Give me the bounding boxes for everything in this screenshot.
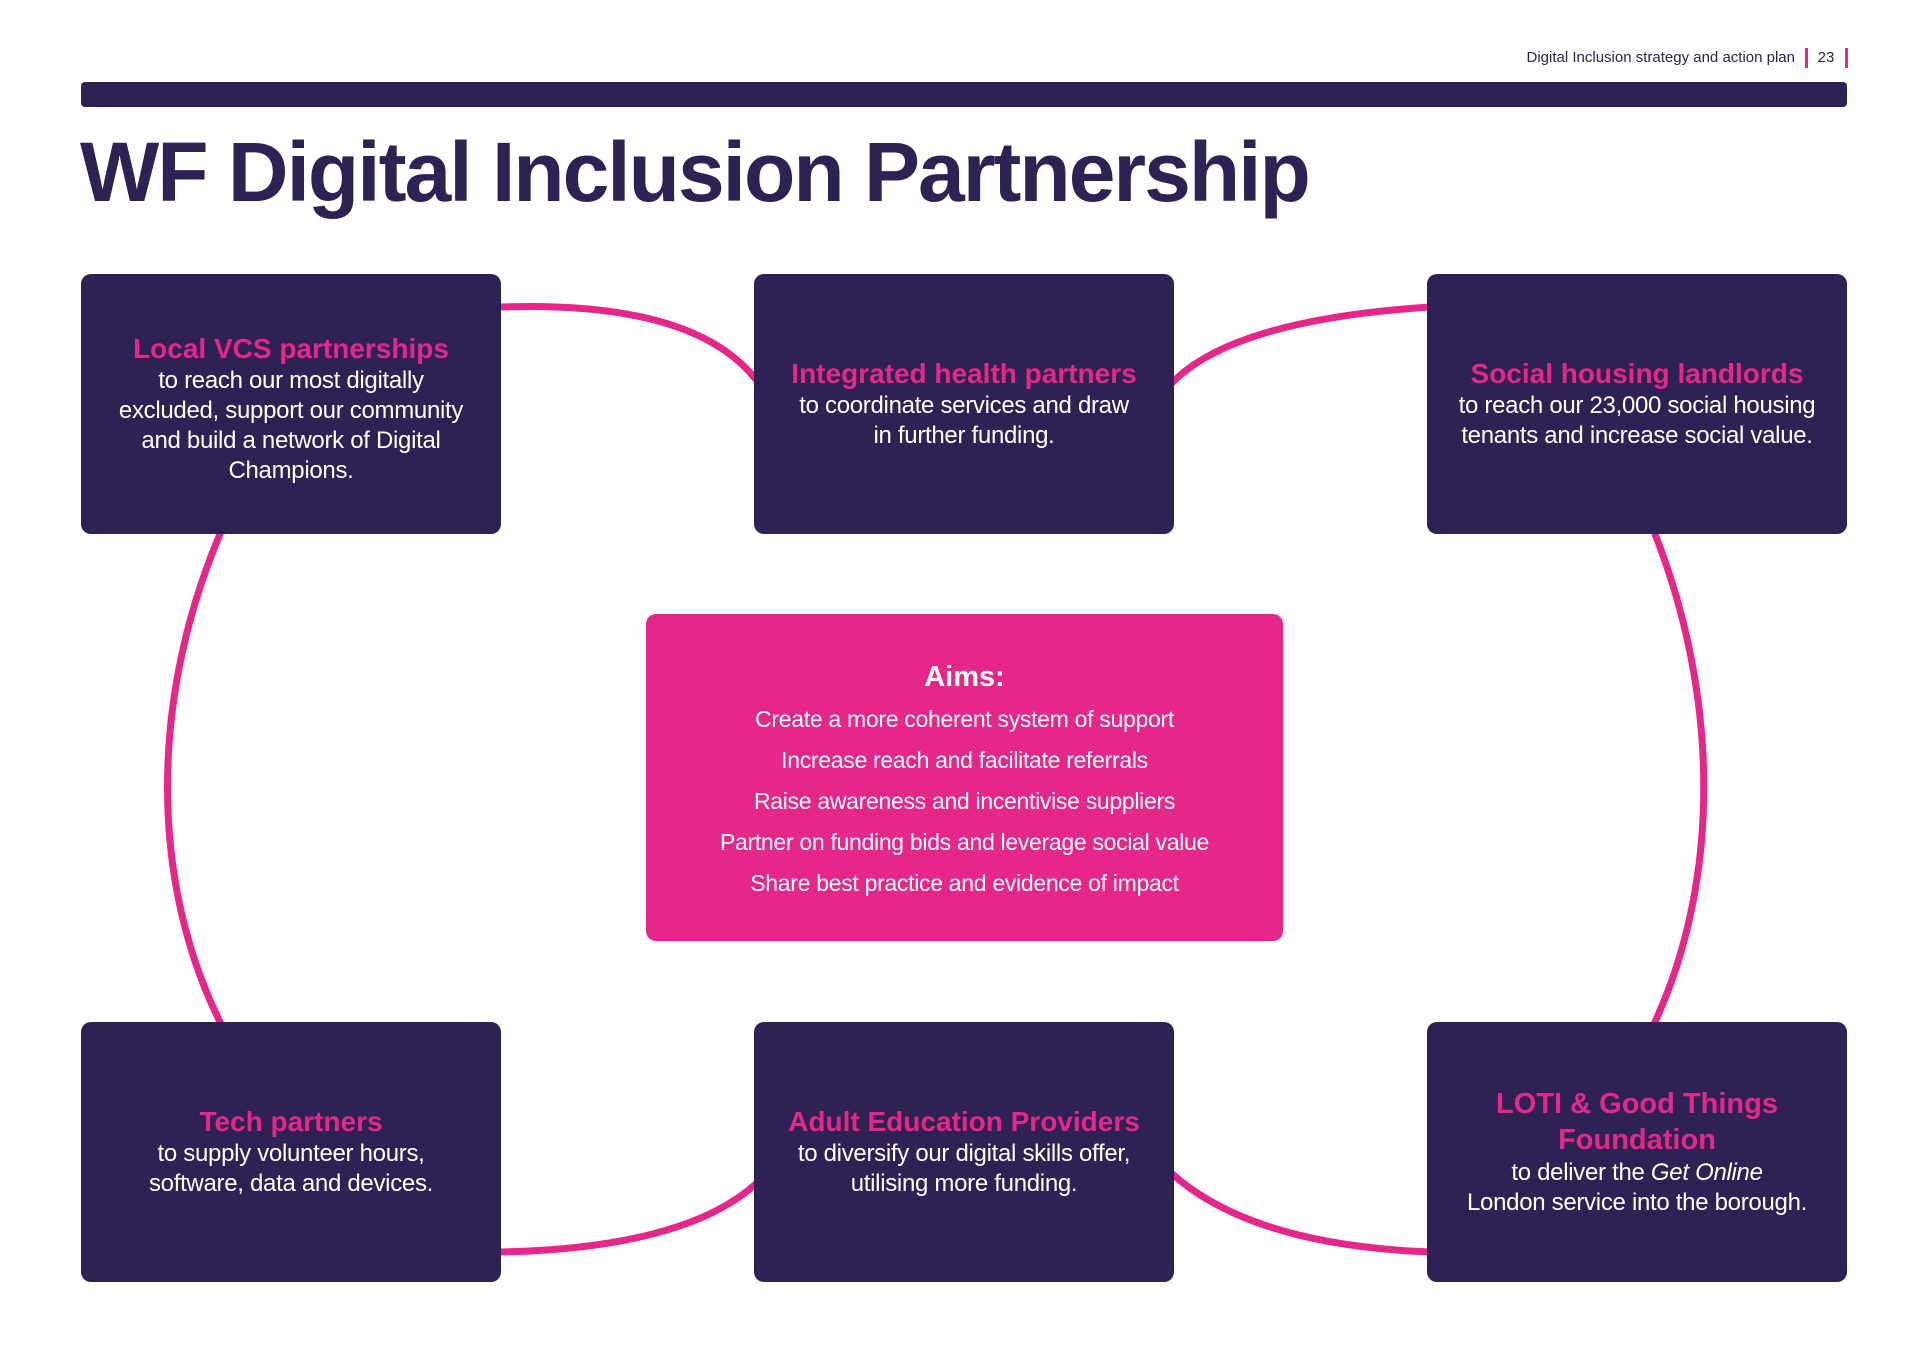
partner-title: Adult Education Providers bbox=[788, 1106, 1140, 1137]
document-title: Digital Inclusion strategy and action pl… bbox=[1526, 49, 1796, 66]
partner-text-line: Champions. bbox=[228, 457, 354, 484]
partner-text-line: software, data and devices. bbox=[148, 1170, 434, 1197]
page-header: Digital Inclusion strategy and action pl… bbox=[0, 48, 1920, 68]
partner-text-line: London service into the borough. bbox=[1467, 1189, 1807, 1216]
partner-text-line: to coordinate services and draw bbox=[799, 392, 1129, 419]
partner-text-line: to reach our 23,000 social housing bbox=[1458, 392, 1816, 419]
partner-text-line: excluded, support our community bbox=[118, 397, 464, 424]
ring-connector bbox=[164, 530, 224, 1026]
partner-title: Integrated health partners bbox=[791, 358, 1137, 389]
ring-connector bbox=[1166, 303, 1434, 389]
partner-text-line: tenants and increase social value. bbox=[1461, 422, 1813, 449]
partner-text-line: utilising more funding. bbox=[850, 1170, 1078, 1197]
aim-item: Create a more coherent system of support bbox=[755, 706, 1174, 732]
partner-text-line: and build a network of Digital bbox=[141, 427, 441, 454]
aim-item: Share best practice and evidence of impa… bbox=[750, 870, 1179, 896]
partner-box-housing: Social housing landlords to reach our 23… bbox=[1427, 274, 1847, 534]
page-title: WF Digital Inclusion Partnership bbox=[80, 125, 1311, 219]
partner-box-tech: Tech partners to supply volunteer hours,… bbox=[81, 1022, 501, 1282]
partner-title: Social housing landlords bbox=[1470, 358, 1804, 389]
partner-box-loti: LOTI & Good Things Foundation to deliver… bbox=[1427, 1022, 1847, 1282]
text-prefix: to deliver the bbox=[1511, 1159, 1651, 1186]
partner-text-line: to reach our most digitally bbox=[158, 367, 424, 394]
ring-connector bbox=[1166, 1168, 1434, 1256]
partner-box-vcs: Local VCS partnerships to reach our most… bbox=[81, 274, 501, 534]
page-number: 23 bbox=[1817, 49, 1835, 66]
aim-item: Increase reach and facilitate referrals bbox=[781, 747, 1148, 773]
partner-text-line: to supply volunteer hours, bbox=[157, 1140, 425, 1167]
partner-title: Tech partners bbox=[199, 1106, 383, 1137]
ring-connector bbox=[496, 303, 764, 389]
partner-text-line: to diversify our digital skills offer, bbox=[797, 1140, 1131, 1167]
aims-box: Aims: Create a more coherent system of s… bbox=[646, 614, 1283, 941]
ring-connector bbox=[1651, 530, 1708, 1026]
header-separator bbox=[1845, 48, 1848, 68]
partner-box-health: Integrated health partners to coordinate… bbox=[754, 274, 1174, 534]
header-separator bbox=[1805, 48, 1808, 68]
aim-item: Partner on funding bids and leverage soc… bbox=[719, 829, 1210, 855]
aims-title: Aims: bbox=[924, 661, 1005, 693]
partner-title: Foundation bbox=[1558, 1124, 1716, 1156]
partner-title: LOTI & Good Things bbox=[1496, 1088, 1778, 1120]
ring-connector bbox=[496, 1176, 764, 1256]
partner-text-line: to deliver the Get Online bbox=[1511, 1158, 1763, 1188]
partner-text-line: in further funding. bbox=[873, 422, 1055, 449]
partner-title: Local VCS partnerships bbox=[133, 333, 449, 364]
title-rule bbox=[81, 82, 1847, 107]
partner-box-adult-education: Adult Education Providers to diversify o… bbox=[754, 1022, 1174, 1282]
aim-item: Raise awareness and incentivise supplier… bbox=[753, 788, 1176, 814]
service-name: Get Online bbox=[1650, 1159, 1763, 1186]
